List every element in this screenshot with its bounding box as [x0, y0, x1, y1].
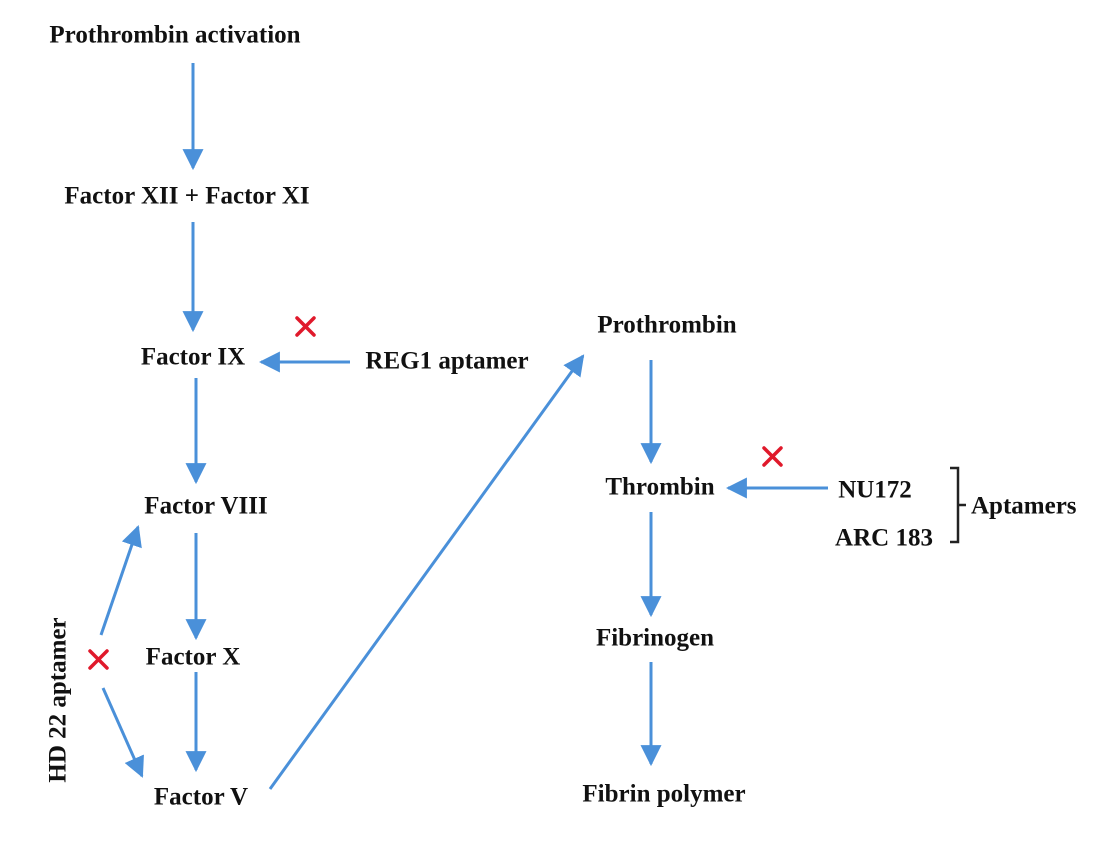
node-factor-viii: Factor VIII — [144, 492, 268, 520]
node-factor-xii-xi: Factor XII + Factor XI — [64, 182, 310, 210]
node-nu172: NU172 — [838, 476, 912, 504]
inhibit-cross-reg1-icon — [295, 316, 316, 337]
arrow-v-to-prothrombin — [268, 354, 585, 790]
node-reg1-aptamer: REG1 aptamer — [365, 347, 529, 375]
node-aptamers: Aptamers — [971, 492, 1077, 520]
node-thrombin: Thrombin — [605, 473, 715, 501]
node-prothrombin-activation: Prothrombin activation — [49, 21, 301, 49]
node-factor-ix: Factor IX — [140, 343, 246, 371]
node-arc183: ARC 183 — [835, 524, 933, 552]
inhibit-cross-thrombin-icon — [762, 446, 783, 467]
aptamers-bracket — [950, 466, 966, 544]
node-fibrinogen: Fibrinogen — [595, 624, 715, 652]
node-prothrombin: Prothrombin — [597, 311, 737, 339]
inhibit-cross-hd22-icon — [88, 649, 109, 670]
node-hd22-aptamer: HD 22 aptamer — [44, 617, 72, 783]
node-factor-x: Factor X — [145, 643, 241, 671]
node-fibrin-polymer: Fibrin polymer — [582, 780, 746, 808]
node-factor-v: Factor V — [153, 783, 249, 811]
arrow-hd22-to-v — [101, 687, 144, 778]
arrow-hd22-to-viii — [99, 525, 142, 636]
